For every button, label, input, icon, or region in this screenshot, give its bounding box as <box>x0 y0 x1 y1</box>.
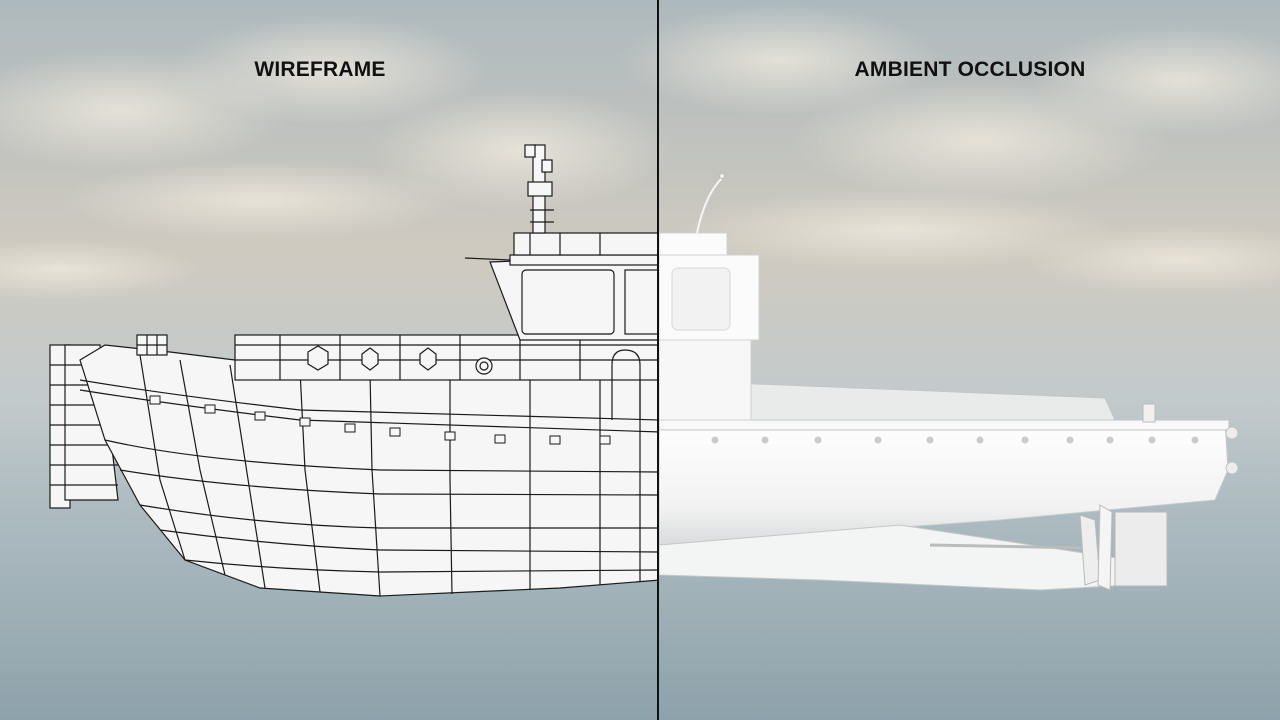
split-divider <box>657 0 659 720</box>
ambient-occlusion-boat <box>659 173 1239 591</box>
clouds <box>0 5 1280 300</box>
wireframe-boat <box>49 144 657 597</box>
wireframe-label: WIREFRAME <box>254 58 386 81</box>
ambient-occlusion-label: AMBIENT OCCLUSION <box>854 58 1086 81</box>
